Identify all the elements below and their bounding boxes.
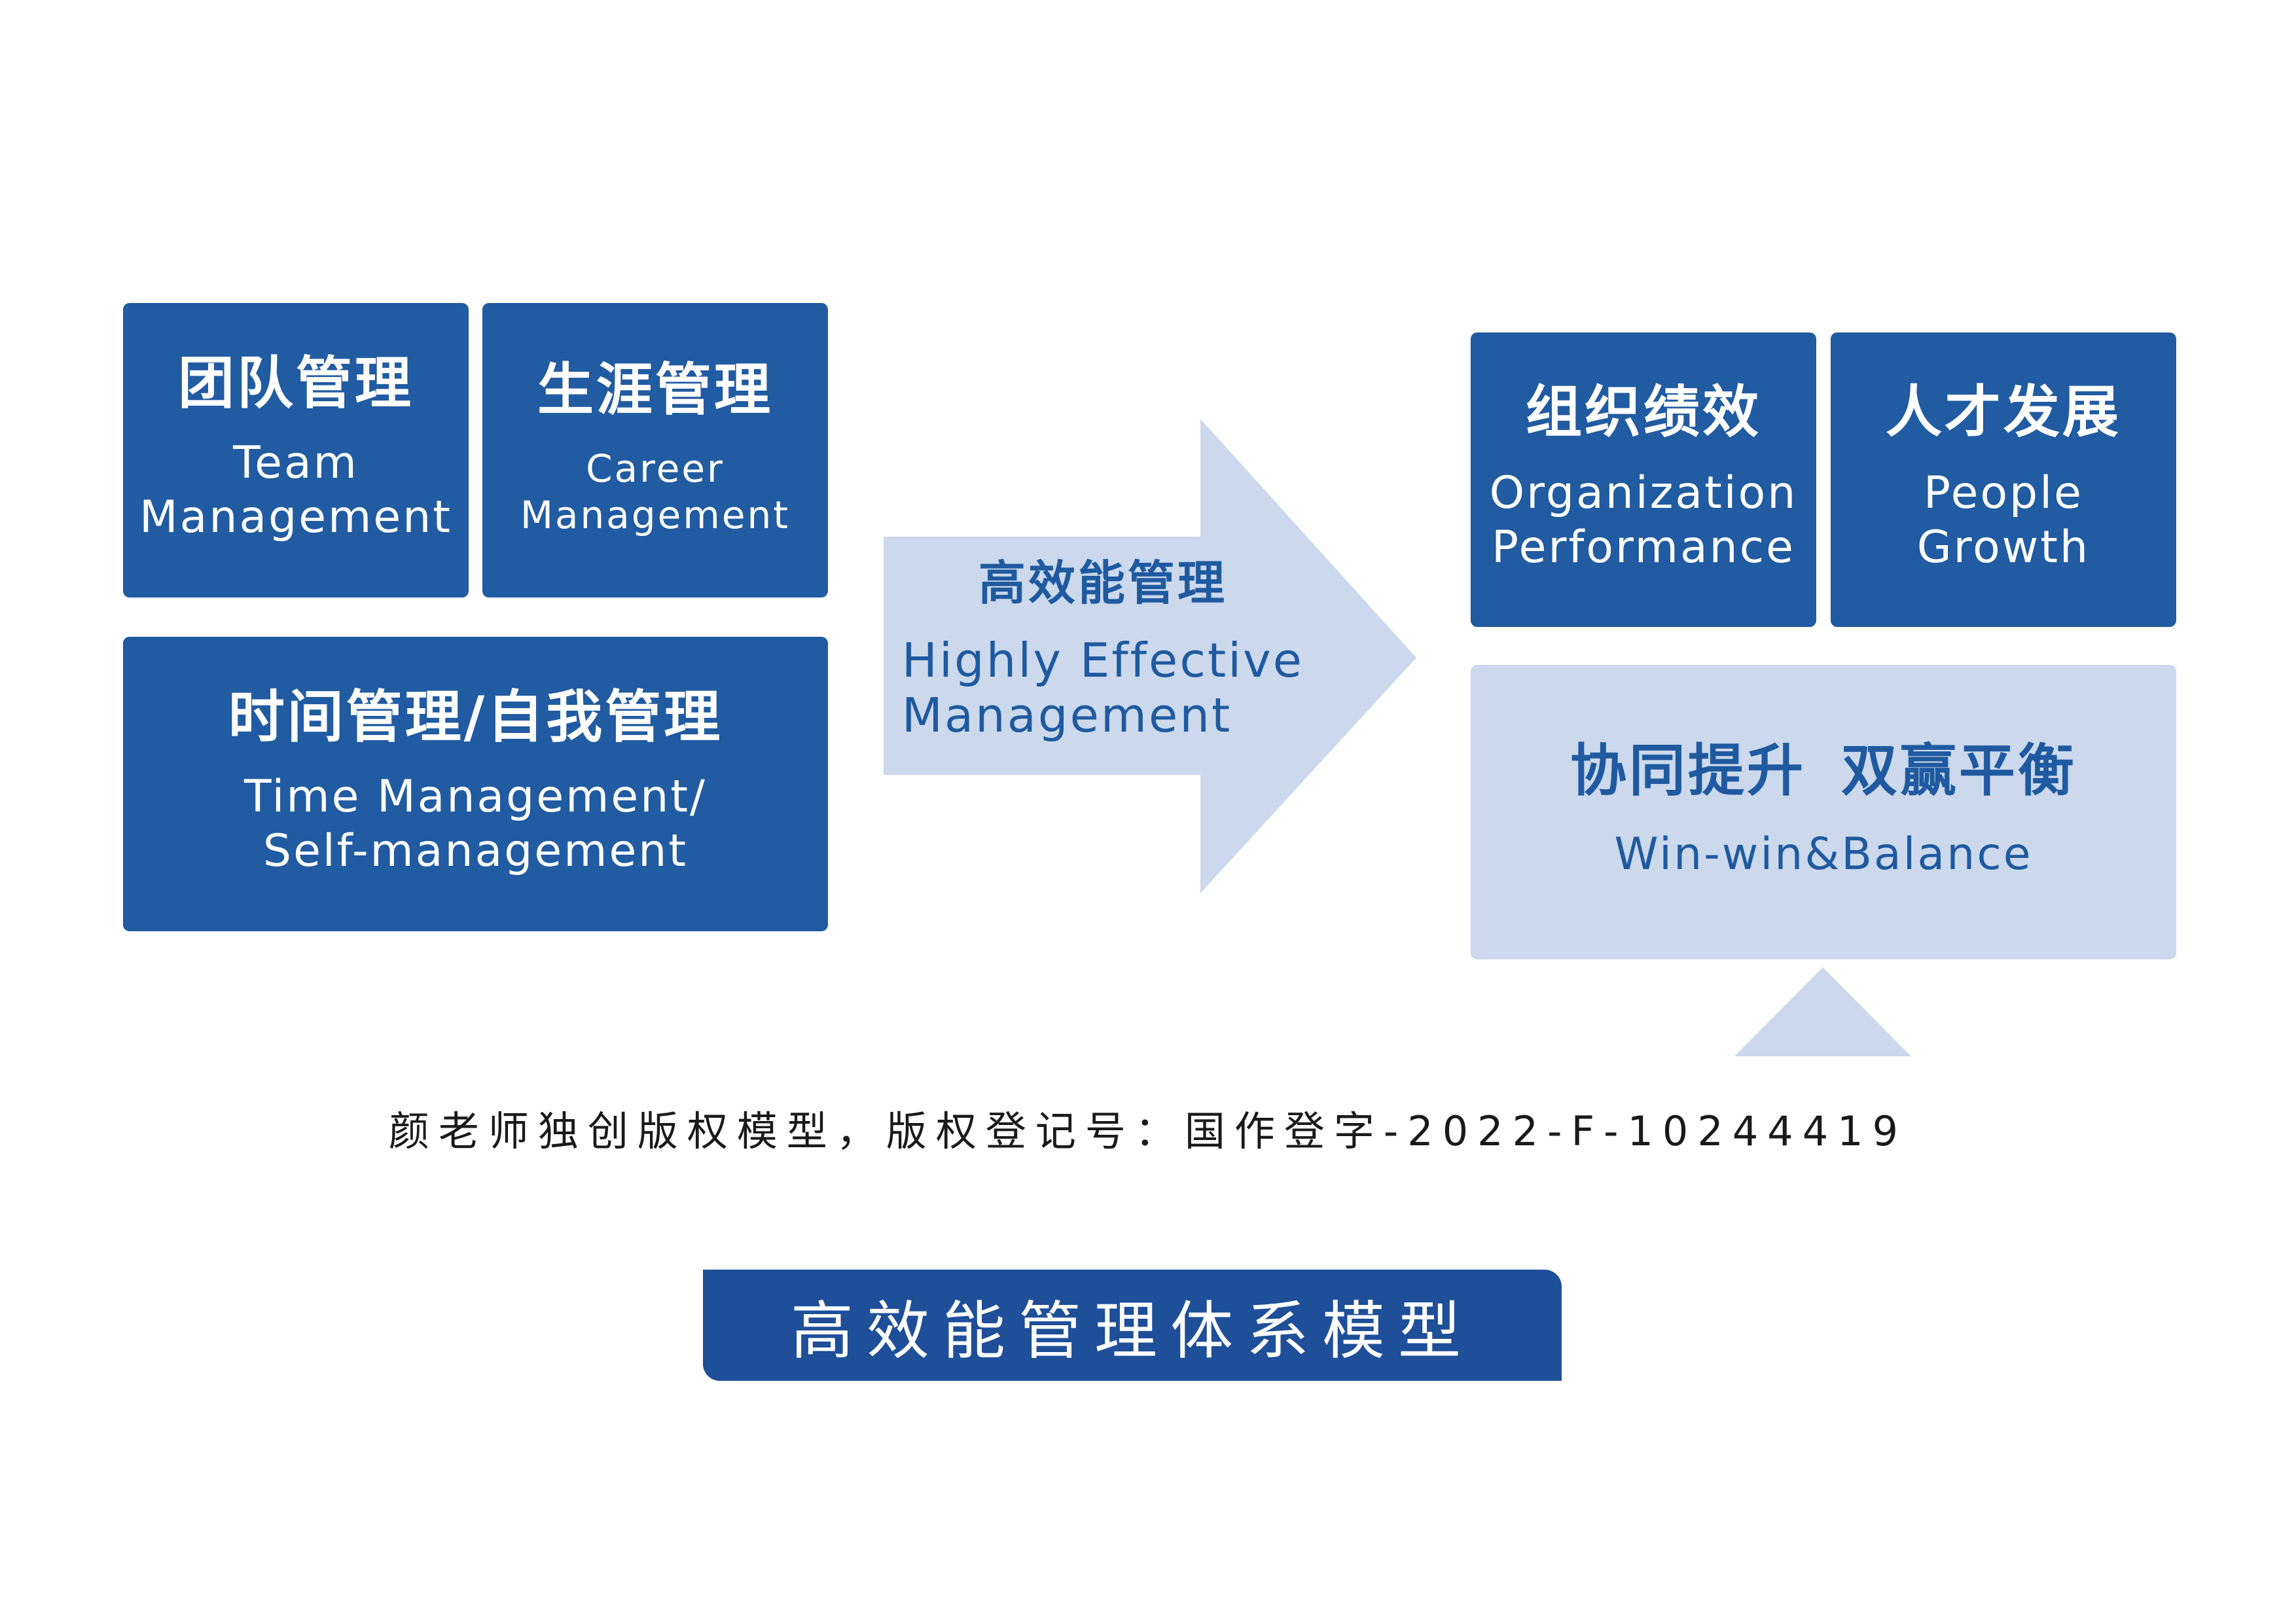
arrow-label-zh: 高效能管理 xyxy=(978,556,1227,611)
arrow-label-en: Highly Effective Management xyxy=(901,633,1304,743)
team-management-box: 团队管理 Team Management xyxy=(123,303,469,597)
time-self-management-box: 时间管理/自我管理 Time Management/ Self-manageme… xyxy=(123,637,828,931)
time-self-management-zh: 时间管理/自我管理 xyxy=(228,685,723,751)
win-win-balance-zh: 协同提升 双赢平衡 xyxy=(1570,738,2077,804)
team-management-zh: 团队管理 xyxy=(178,351,414,417)
win-win-balance-en: Win-win&Balance xyxy=(1614,828,2033,880)
career-management-box: 生涯管理 Career Management xyxy=(482,303,828,597)
organization-performance-box: 组织绩效 Organization Performance xyxy=(1471,332,1816,627)
copyright-notice: 颜老师独创版权模型，版权登记号：国作登字-2022-F-10244419 xyxy=(388,1107,1908,1155)
diagram-title: 高效能管理体系模型 xyxy=(791,1294,1474,1368)
team-management-en: Team Management xyxy=(139,437,452,543)
arrow-label: 高效能管理 Highly Effective Management xyxy=(890,560,1316,743)
organization-performance-en: Organization Performance xyxy=(1489,467,1798,573)
title-bar: 高效能管理体系模型 xyxy=(703,1270,1562,1381)
people-growth-en: People Growth xyxy=(1916,467,2090,573)
win-win-balance-box: 协同提升 双赢平衡 Win-win&Balance xyxy=(1471,665,2176,959)
people-growth-box: 人才发展 People Growth xyxy=(1831,332,2176,627)
up-triangle-shape xyxy=(1734,967,1911,1056)
time-self-management-en: Time Management/ Self-management xyxy=(244,771,707,877)
right-arrow-shape xyxy=(884,419,1416,893)
organization-performance-zh: 组织绩效 xyxy=(1526,380,1761,446)
people-growth-zh: 人才发展 xyxy=(1886,380,2121,446)
career-management-en: Career Management xyxy=(520,446,791,537)
career-management-zh: 生涯管理 xyxy=(537,357,773,423)
